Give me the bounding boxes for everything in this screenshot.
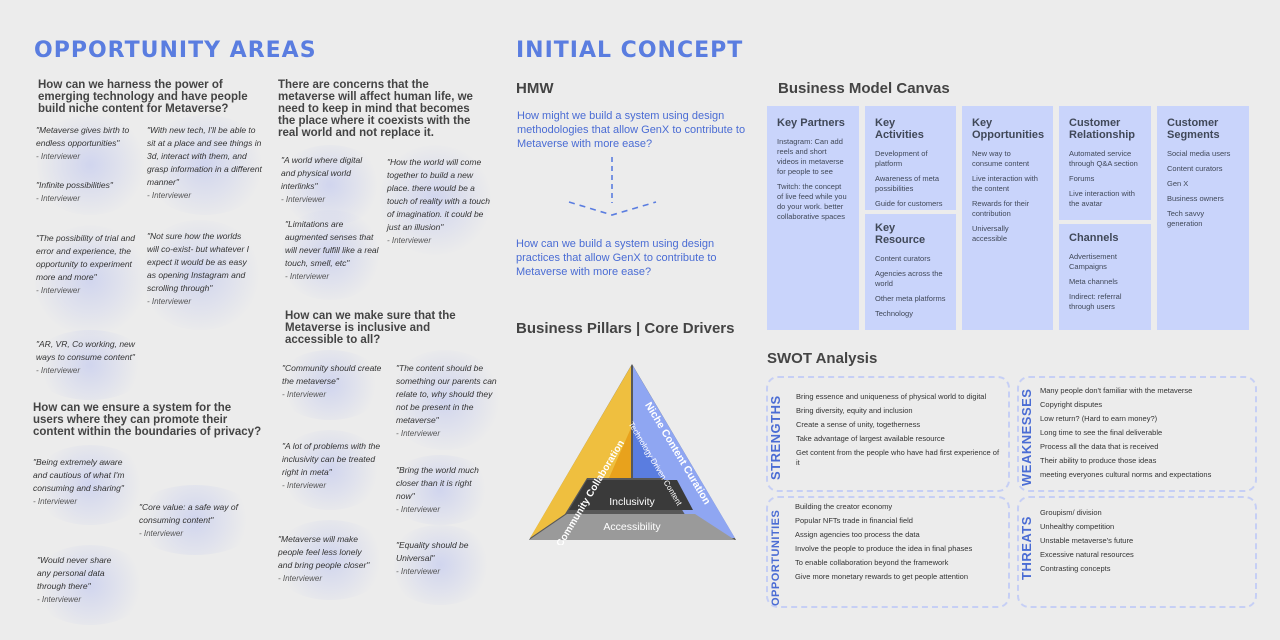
- hmw-arrow: [568, 157, 657, 216]
- swot-weaknesses-box: [1017, 376, 1257, 492]
- bmc-key-partners: Key Partners Instagram: Can add reels an…: [767, 106, 859, 330]
- bmc-customer-relationship: Customer Relationship Automated service …: [1059, 106, 1151, 220]
- swot-strengths-label: STRENGTHS: [768, 395, 783, 480]
- question-harness-tech: How can we harness the power of emerging…: [38, 79, 248, 115]
- opportunity-areas-title: OPPORTUNITY AREAS: [34, 38, 317, 63]
- quote-item: "Metaverse gives birth to endless opport…: [36, 125, 130, 161]
- bmc-key-activities: Key Activities Development of platform A…: [865, 106, 956, 210]
- initial-concept-title: INITIAL CONCEPT: [516, 38, 744, 63]
- hmw-statement-1: How might we build a system using design…: [517, 110, 746, 150]
- swot-weaknesses-label: WEAKNESSES: [1019, 388, 1034, 486]
- quote-item: "Core value: a safe way of consuming con…: [139, 502, 238, 538]
- pillars-pyramid: Community Collaboration Niche Content Cu…: [529, 364, 736, 545]
- quote-item: "Equality should be Universal"- Intervie…: [396, 540, 469, 576]
- question-inclusive: How can we make sure that the Metaverse …: [285, 310, 456, 346]
- quote-item: "A lot of problems with the inclusivity …: [282, 441, 381, 490]
- quote-item: "The content should be something our par…: [396, 363, 497, 438]
- bmc-key-opportunities: Key Opportunities New way to consume con…: [962, 106, 1053, 330]
- swot-title: SWOT Analysis: [767, 350, 878, 367]
- quote-item: "The possibility of trial and error and …: [36, 233, 135, 295]
- quote-item: "Not sure how the worlds will co-exist- …: [147, 231, 250, 306]
- quote-item: "AR, VR, Co working, new ways to consume…: [36, 339, 135, 375]
- swot-strengths-list: Bring essence and uniqueness of physical…: [796, 392, 1000, 467]
- bmc-customer-segments: Customer Segments Social media users Con…: [1157, 106, 1249, 330]
- quote-item: "With new tech, I'll be able to sit at a…: [147, 125, 262, 200]
- hmw-title: HMW: [516, 80, 554, 97]
- bmc-key-resource: Key Resource Content curators Agencies a…: [865, 214, 956, 330]
- bmc-channels: Channels Advertisement Campaigns Meta ch…: [1059, 224, 1151, 330]
- quote-item: "Infinite possibilities"- Interviewer: [36, 180, 113, 203]
- quote-item: "Community should create the metaverse"-…: [282, 363, 382, 399]
- question-privacy: How can we ensure a system for the users…: [33, 402, 262, 438]
- pyramid-base-label: Accessibility: [603, 521, 661, 533]
- quote-item: "Limitations are augmented senses that w…: [285, 219, 379, 281]
- swot-threats-label: THREATS: [1019, 516, 1034, 580]
- question-coexist: There are concerns that the metaverse wi…: [278, 79, 473, 139]
- swot-opportunities-list: Building the creator economy Popular NFT…: [795, 502, 973, 581]
- swot-strengths-box: [766, 376, 1010, 492]
- swot-weaknesses-list: Many people don't familiar with the meta…: [1040, 386, 1212, 479]
- hmw-statement-2: How can we build a system using design p…: [516, 238, 717, 278]
- quote-item: "A world where digital and physical worl…: [281, 155, 363, 204]
- quote-item: "Metaverse will make people feel less lo…: [278, 534, 370, 583]
- quote-item: "How the world will come together to bui…: [387, 157, 491, 245]
- quote-item: "Being extremely aware and cautious of w…: [33, 457, 125, 506]
- pyramid-middle-label: Inclusivity: [609, 496, 655, 508]
- swot-threats-box: [1017, 496, 1257, 608]
- swot-opportunities-label: OPPORTUNITIES: [770, 509, 782, 606]
- pillars-title: Business Pillars | Core Drivers: [516, 320, 735, 337]
- quote-item: "Bring the world much closer than it is …: [396, 465, 479, 514]
- quote-item: "Would never share any personal data thr…: [37, 555, 112, 604]
- swot-threats-list: Groupism/ division Unhealthy competition…: [1040, 508, 1134, 573]
- bmc-title: Business Model Canvas: [778, 80, 950, 97]
- swot-opportunities-box: [766, 496, 1010, 608]
